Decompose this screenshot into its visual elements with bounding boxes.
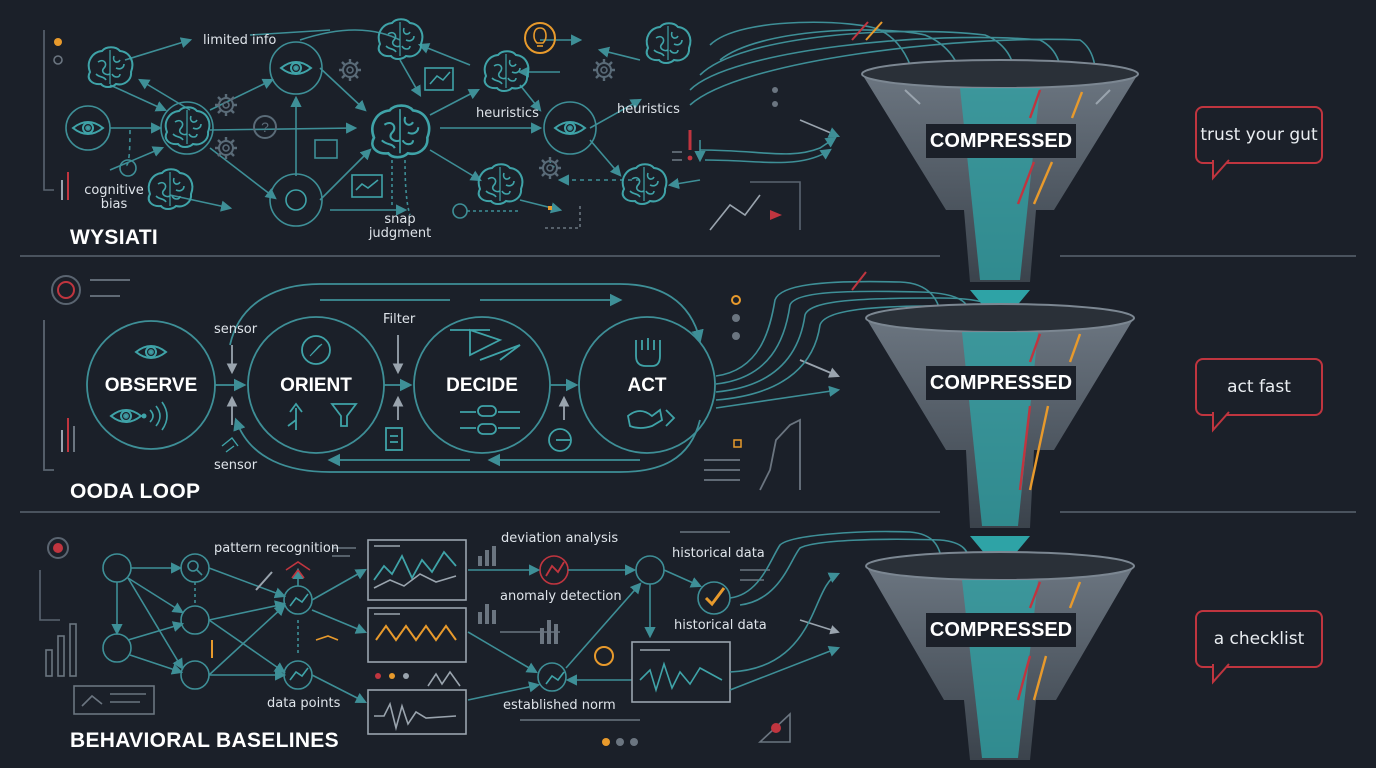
compass-icon bbox=[301, 335, 331, 365]
ooda-node-decide: DECIDE bbox=[446, 375, 518, 396]
speech-bubble-tail bbox=[1212, 159, 1230, 181]
label-heuristics: heuristics bbox=[617, 102, 680, 117]
speech-bubble-text: a checklist bbox=[1213, 629, 1305, 649]
lightbulb-icon bbox=[524, 22, 556, 54]
speech-bubble-a-checklist: a checklist bbox=[1195, 610, 1323, 685]
label-cognitive-bias: cognitive bias bbox=[84, 183, 144, 212]
alert-icon bbox=[672, 130, 693, 161]
label-limited-info: limited info bbox=[203, 33, 277, 48]
label-sensor: sensor bbox=[214, 458, 258, 473]
speech-bubble-act-fast: act fast bbox=[1195, 358, 1323, 433]
speech-bubble-tail bbox=[1212, 663, 1230, 685]
label-historical-data: historical data bbox=[674, 618, 767, 633]
ooda-node-observe: OBSERVE bbox=[104, 375, 198, 396]
funnel-banner-compressed: COMPRESSED bbox=[926, 366, 1076, 400]
section-title-behavioral-baselines: BEHAVIORAL BASELINES bbox=[70, 729, 339, 752]
ooda-node-orient: ORIENT bbox=[280, 375, 352, 396]
funnel-icon bbox=[330, 403, 358, 427]
speech-bubble-text: act fast bbox=[1227, 377, 1291, 397]
label-data-points: data points bbox=[267, 696, 341, 711]
funnel-stack bbox=[861, 59, 1139, 760]
chart-icon bbox=[367, 539, 467, 601]
speech-bubble-tail bbox=[1212, 411, 1230, 433]
funnel-3 bbox=[865, 551, 1135, 760]
ooda-node-act: ACT bbox=[627, 375, 667, 396]
label-established-norm: established norm bbox=[503, 698, 616, 713]
speech-bubble-text: trust your gut bbox=[1200, 125, 1318, 145]
funnel-1 bbox=[861, 59, 1139, 326]
ooda-loop bbox=[43, 275, 840, 491]
section-title-wysiati: WYSIATI bbox=[70, 226, 159, 249]
section-dividers bbox=[20, 255, 1356, 513]
funnel-banner-compressed: COMPRESSED bbox=[926, 124, 1076, 158]
checkmark-icon bbox=[704, 587, 726, 607]
baselines-network bbox=[39, 531, 840, 746]
section-title-ooda-loop: OODA LOOP bbox=[70, 480, 201, 503]
funnel-banner-compressed: COMPRESSED bbox=[926, 613, 1076, 647]
label-heuristics: heuristics bbox=[476, 106, 539, 121]
label-snap-judgment: snap judgment bbox=[368, 212, 432, 241]
fist-icon bbox=[635, 338, 661, 367]
label-anomaly-detection: anomaly detection bbox=[500, 589, 622, 604]
label-filter: Filter bbox=[383, 312, 416, 327]
label-deviation-analysis: deviation analysis bbox=[501, 531, 619, 546]
label-historical-data: historical data bbox=[672, 546, 765, 561]
label-pattern-recognition: pattern recognition bbox=[214, 541, 340, 556]
wysiati-network: ? bbox=[43, 18, 801, 231]
label-sensor: sensor bbox=[214, 322, 258, 337]
speech-bubble-trust-your-gut: trust your gut bbox=[1195, 106, 1323, 181]
question-icon: ? bbox=[261, 119, 269, 135]
baselines-feed-lines bbox=[729, 530, 974, 691]
